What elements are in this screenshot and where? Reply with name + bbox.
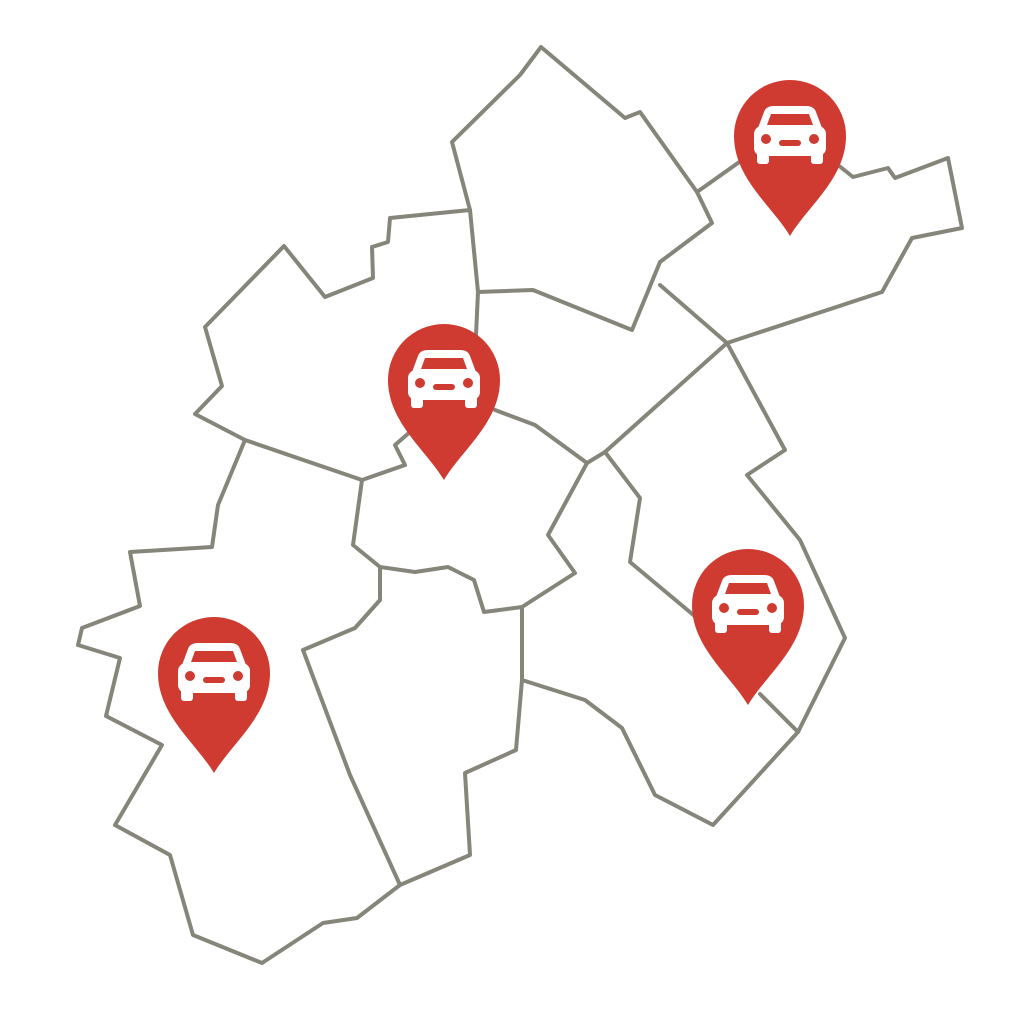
district-border-8 <box>76 438 524 965</box>
district-border-0 <box>450 45 714 332</box>
map-pin-icon <box>734 80 846 236</box>
district-border-1 <box>695 156 747 194</box>
pin-east[interactable] <box>692 549 804 705</box>
car-icon <box>408 350 480 408</box>
district-borders <box>76 45 964 965</box>
map-pin-icon <box>388 324 500 480</box>
district-border-6 <box>603 450 699 620</box>
map-pin-icon <box>692 549 804 705</box>
car-icon <box>712 575 784 633</box>
car-icon <box>178 643 250 701</box>
district-border-10 <box>520 678 800 827</box>
map-pin-icon <box>158 617 270 773</box>
pin-center[interactable] <box>388 324 500 480</box>
pin-northeast[interactable] <box>734 80 846 236</box>
district-border-9 <box>301 565 402 887</box>
pin-southwest[interactable] <box>158 617 270 773</box>
district-border-4 <box>474 290 480 337</box>
car-icon <box>754 106 826 164</box>
district-border-3 <box>193 208 472 482</box>
district-border-2 <box>658 156 964 345</box>
district-border-7 <box>351 461 589 614</box>
map-pins <box>158 80 846 773</box>
district-border-5 <box>493 341 847 734</box>
